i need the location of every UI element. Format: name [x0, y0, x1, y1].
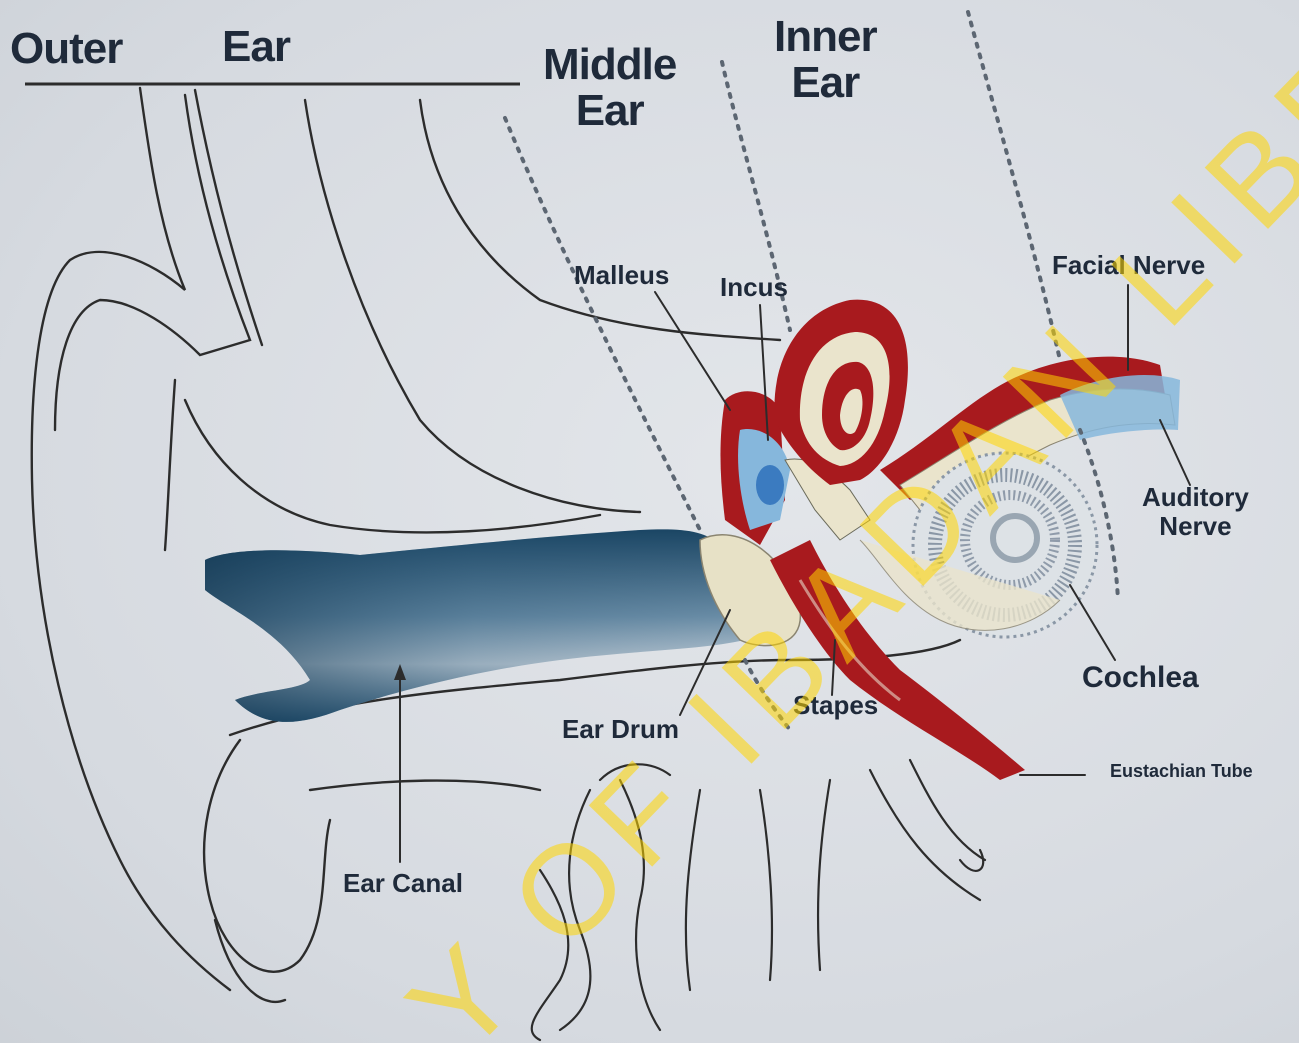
label-cochlea: Cochlea — [1082, 662, 1199, 694]
label-inner-ear: Inner Ear — [774, 14, 877, 106]
label-incus: Incus — [720, 274, 788, 301]
label-auditory-nerve: Auditory Nerve — [1142, 483, 1249, 540]
label-eustachian-tube: Eustachian Tube — [1110, 762, 1253, 781]
label-ear-canal: Ear Canal — [343, 870, 463, 897]
label-middle-ear: Middle Ear — [543, 42, 676, 134]
label-ear: Ear — [222, 24, 290, 70]
label-outer: Outer — [10, 26, 122, 72]
label-malleus: Malleus — [574, 262, 669, 289]
